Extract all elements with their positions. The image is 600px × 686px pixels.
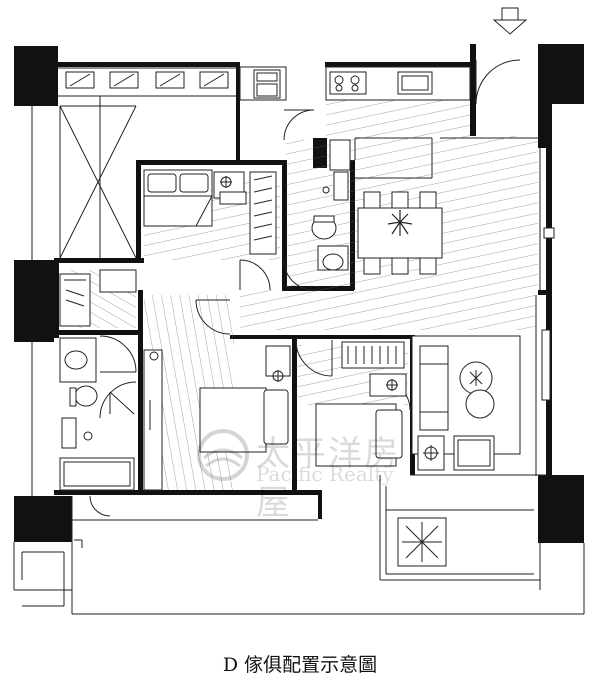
plant-icon [387, 210, 413, 236]
outline [13, 67, 585, 615]
column-mid-left [14, 260, 54, 342]
bed-master [143, 169, 277, 255]
tv-icon [541, 227, 555, 401]
bathroom-center [311, 139, 351, 271]
bed-icon [199, 387, 267, 453]
sink-icon [64, 350, 88, 370]
column-bottom-right [538, 475, 584, 543]
toilet-icon [74, 385, 98, 407]
balcony [386, 509, 534, 567]
bathroom-left [59, 269, 137, 491]
dining-table-icon [357, 191, 443, 275]
compass-mark-icon [74, 539, 83, 548]
column-top-right [538, 44, 584, 104]
sofa-icon [411, 335, 521, 471]
entrance-arrow-icon [492, 7, 528, 35]
column-bottom-left [14, 496, 72, 542]
sink-icon [322, 253, 344, 271]
laundry-shelves [65, 71, 229, 89]
plan-caption: D 傢俱配置示意圖 [222, 654, 378, 676]
stove-icon [329, 71, 367, 95]
kitchen-counter [239, 66, 471, 101]
bed-secondary [143, 341, 407, 491]
plant-icon [402, 522, 442, 562]
column-top-left [14, 46, 58, 106]
